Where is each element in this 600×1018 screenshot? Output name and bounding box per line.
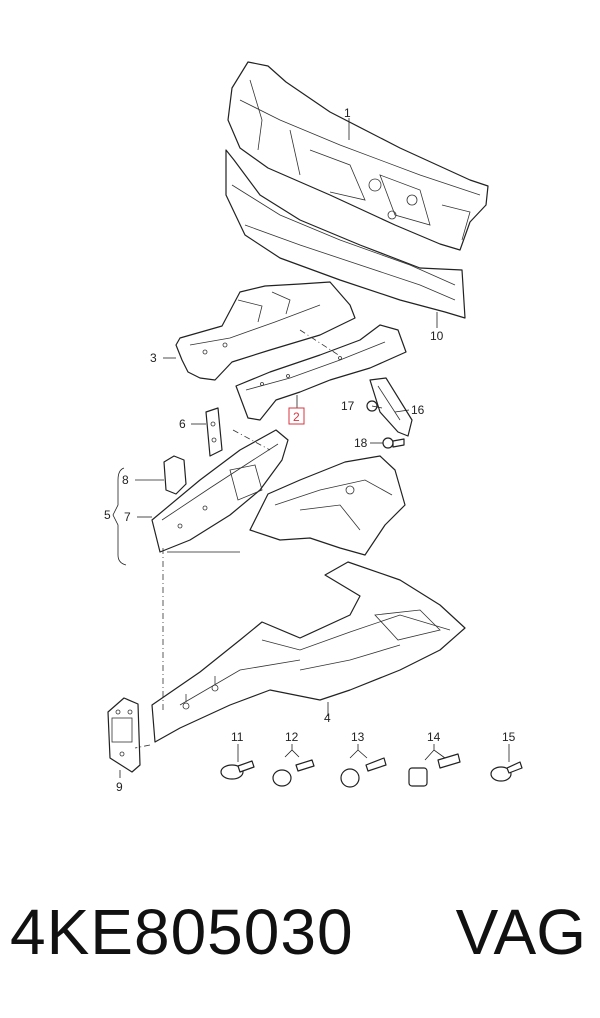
callout-3: 3 bbox=[150, 351, 157, 365]
callout-8: 8 bbox=[122, 473, 129, 487]
callout-14: 14 bbox=[427, 730, 441, 744]
part-8-block bbox=[163, 455, 187, 495]
part-16-bracket bbox=[369, 377, 413, 437]
callout-18: 18 bbox=[354, 436, 368, 450]
part-1-bulkhead bbox=[227, 61, 489, 251]
callout-15: 15 bbox=[502, 730, 516, 744]
callout-11: 11 bbox=[231, 730, 244, 744]
brand-label: VAG bbox=[455, 896, 586, 968]
part-number-label: 4KE805030 bbox=[10, 896, 354, 968]
part-wheelhouse bbox=[249, 455, 406, 556]
part-3-upper-frame bbox=[175, 281, 356, 381]
part-7-longitudinal-member bbox=[151, 429, 289, 553]
part-14-fastener bbox=[408, 753, 461, 787]
part-13-fastener bbox=[340, 757, 387, 788]
leader-lines bbox=[112, 118, 510, 778]
callout-13: 13 bbox=[351, 730, 365, 744]
callout-12: 12 bbox=[285, 730, 299, 744]
callout-4: 4 bbox=[324, 711, 331, 725]
part-12-fastener bbox=[272, 759, 315, 787]
callout-6: 6 bbox=[179, 417, 186, 431]
part-18-bolt bbox=[382, 437, 405, 449]
callout-16: 16 bbox=[411, 403, 425, 417]
part-9-mounting-plate bbox=[107, 697, 141, 773]
callout-2-highlight-box bbox=[288, 407, 305, 425]
part-4-floor-pan bbox=[151, 561, 466, 743]
callout-9: 9 bbox=[116, 780, 123, 794]
callout-2: 2 bbox=[293, 410, 300, 424]
part-6-small-bracket bbox=[205, 407, 223, 457]
alignment-lines bbox=[134, 329, 341, 749]
callout-labels: 1 2 3 4 5 6 7 8 9 10 11 12 13 14 15 16 1… bbox=[104, 106, 516, 794]
callout-17: 17 bbox=[341, 399, 355, 413]
callout-10: 10 bbox=[430, 329, 444, 343]
callout-1: 1 bbox=[344, 106, 351, 120]
callout-7: 7 bbox=[124, 510, 131, 524]
part-10-cross-member bbox=[225, 149, 466, 319]
part-2-reinforcement bbox=[235, 324, 407, 421]
part-15-fastener bbox=[490, 761, 523, 782]
part-11-fastener bbox=[220, 760, 255, 780]
callout-5: 5 bbox=[104, 508, 111, 522]
